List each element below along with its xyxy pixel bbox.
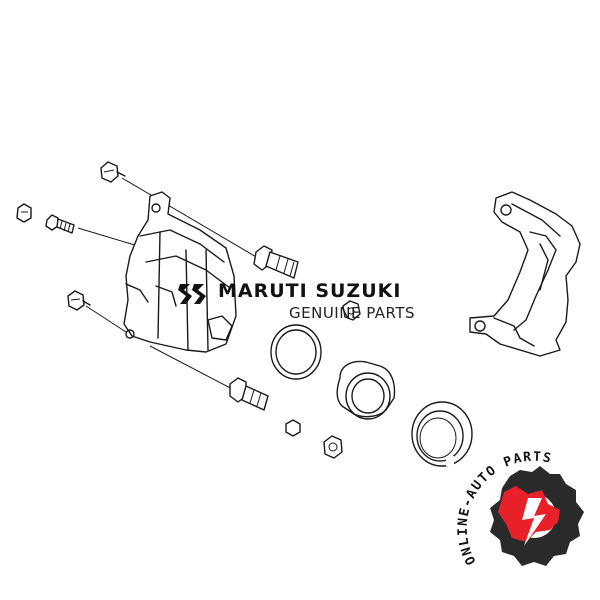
bleeder-screw <box>45 214 75 234</box>
small-washer <box>285 419 301 437</box>
caliper-piston <box>336 360 396 420</box>
small-nut <box>342 300 361 321</box>
piston-seal-ring <box>270 324 322 380</box>
lower-guide-pin <box>229 377 269 411</box>
leader-lines <box>77 177 259 393</box>
caliper-lower-bolt <box>67 290 91 311</box>
maruti-suzuki-logo-icon <box>178 284 206 304</box>
caliper-body <box>123 191 237 353</box>
brand-subtitle: GENUINE PARTS <box>289 304 416 322</box>
caliper-top-bolt <box>100 161 126 183</box>
caliper-bracket <box>469 191 581 357</box>
online-auto-parts-watermark <box>490 466 584 566</box>
lower-nut <box>323 435 343 459</box>
lightning-icon <box>522 498 546 546</box>
upper-guide-pin <box>253 245 299 279</box>
piston-dust-boot <box>411 401 473 467</box>
bleeder-cap <box>16 203 32 223</box>
brand-title: MARUTI SUZUKI <box>218 280 402 302</box>
